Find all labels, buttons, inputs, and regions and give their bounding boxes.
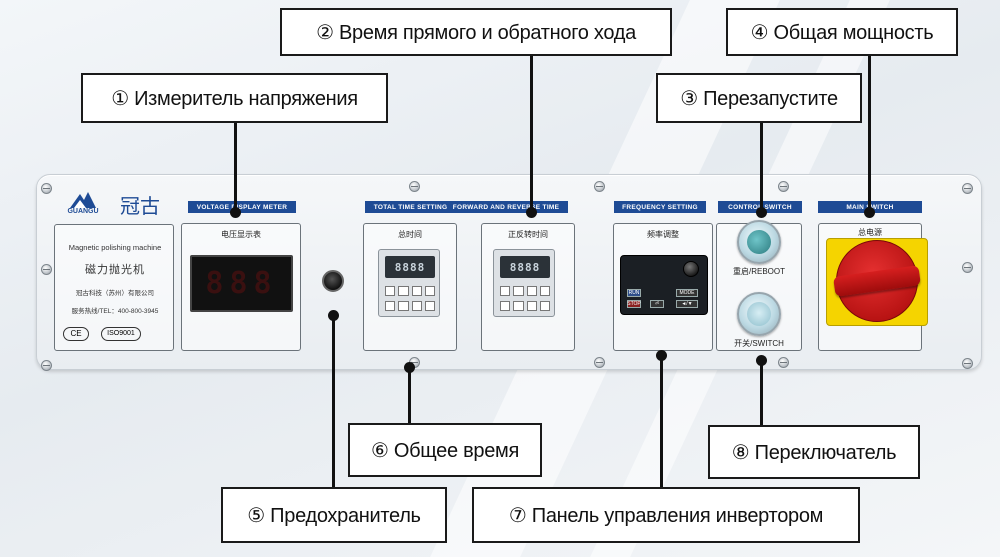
- inverter-stop-button[interactable]: STOP: [627, 300, 641, 308]
- fuse-holder[interactable]: [322, 270, 344, 292]
- voltage-meter-display: 888: [190, 255, 293, 312]
- leader-line-switch: [760, 360, 763, 426]
- timer-key[interactable]: [385, 286, 396, 296]
- timer-key[interactable]: [513, 300, 524, 311]
- fr-time-label: 正反转时间: [508, 230, 548, 239]
- logo-text: GUANGU: [67, 208, 99, 215]
- inverter-run-button[interactable]: RUN: [627, 289, 641, 297]
- guangu-logo: [66, 188, 100, 210]
- fr-time-timer[interactable]: 8888: [493, 249, 555, 317]
- screw: [594, 181, 605, 192]
- timer-key[interactable]: [500, 300, 511, 311]
- total-time-label: 总时间: [398, 230, 422, 239]
- leader-dot-fuse: [328, 310, 339, 321]
- timer-key[interactable]: [500, 286, 511, 296]
- machine-name-cn: 磁力抛光机: [85, 264, 145, 276]
- voltage-section-header: VOLTAGE DISPLAY METER: [188, 201, 296, 213]
- screw: [962, 262, 973, 273]
- timer-key[interactable]: [424, 300, 435, 311]
- callout-switch: ⑧ Переключатель: [708, 425, 920, 479]
- brand-name: 冠古: [120, 194, 160, 218]
- screw: [778, 181, 789, 192]
- inverter-enter-button[interactable]: ⏎: [650, 300, 664, 308]
- screw: [962, 358, 973, 369]
- leader-dot-fr-time: [526, 207, 537, 218]
- leader-line-voltmeter: [234, 122, 237, 216]
- timer-key[interactable]: [539, 286, 550, 296]
- callout-voltmeter: ① Измеритель напряжения: [81, 73, 388, 123]
- machine-name-en: Magnetic polishing machine: [68, 243, 162, 252]
- leader-line-fr-time: [530, 55, 533, 213]
- screw: [41, 183, 52, 194]
- leader-line-restart: [760, 122, 763, 214]
- callout-forward-reverse-time: ② Время прямого и обратного хода: [280, 8, 672, 56]
- screw: [594, 357, 605, 368]
- switch-label: 开关/SWITCH: [734, 339, 784, 348]
- iso-mark: ISO9001: [101, 327, 141, 341]
- leader-dot-total-power: [864, 207, 875, 218]
- company-name: 冠古科技（苏州）有限公司: [76, 290, 154, 297]
- screw: [778, 357, 789, 368]
- leader-line-total-time: [408, 366, 411, 424]
- voltage-meter-label: 电压显示表: [221, 230, 261, 239]
- inverter-knob[interactable]: [683, 261, 699, 277]
- inverter-direction-button[interactable]: ◄/▼: [676, 300, 698, 308]
- main-power-label: 总电源: [858, 228, 882, 237]
- reboot-button-cap: [747, 230, 771, 254]
- total-time-display: 8888: [385, 256, 435, 278]
- frequency-section-header: FREQUENCY SETTING: [614, 201, 706, 213]
- time-section-header: TOTAL TIME SETTING FORWARD AND REVERSE T…: [365, 201, 568, 213]
- timer-key[interactable]: [411, 286, 422, 296]
- callout-total-time: ⑥ Общее время: [348, 423, 542, 477]
- timer-key[interactable]: [513, 286, 524, 296]
- timer-key[interactable]: [411, 300, 422, 311]
- screw: [41, 360, 52, 371]
- switch-button-cap: [747, 302, 771, 326]
- frequency-label: 频率调整: [647, 230, 679, 239]
- screw: [41, 264, 52, 275]
- timer-key[interactable]: [526, 286, 537, 296]
- timer-key[interactable]: [539, 300, 550, 311]
- timer-key[interactable]: [526, 300, 537, 311]
- machine-nameplate: Magnetic polishing machine 磁力抛光机 冠古科技（苏州…: [54, 224, 174, 351]
- screw: [409, 181, 420, 192]
- timer-key[interactable]: [398, 300, 409, 311]
- callout-fuse: ⑤ Предохранитель: [221, 487, 447, 543]
- leader-line-total-power: [868, 55, 871, 213]
- screw: [962, 183, 973, 194]
- leader-line-fuse: [332, 316, 335, 488]
- voltage-meter-value: 888: [205, 266, 278, 301]
- timer-key[interactable]: [385, 300, 396, 311]
- ce-mark: CE: [63, 327, 89, 341]
- leader-line-inverter: [660, 354, 663, 488]
- timer-key[interactable]: [424, 286, 435, 296]
- reboot-label: 重启/REBOOT: [732, 267, 785, 276]
- leader-dot-voltmeter: [230, 207, 241, 218]
- fr-time-display: 8888: [500, 256, 550, 278]
- total-time-timer[interactable]: 8888: [378, 249, 440, 317]
- leader-dot-restart: [756, 207, 767, 218]
- service-hotline: 服务热线/TEL：400-800-3945: [71, 308, 159, 315]
- power-switch-button[interactable]: [737, 292, 781, 336]
- reboot-button[interactable]: [737, 220, 781, 264]
- timer-key[interactable]: [398, 286, 409, 296]
- inverter-mode-button[interactable]: MODE: [676, 289, 698, 297]
- callout-total-power: ④ Общая мощность: [726, 8, 958, 56]
- callout-restart: ③ Перезапустите: [656, 73, 862, 123]
- fr-time-keys: [500, 286, 550, 312]
- total-time-keys: [385, 286, 435, 312]
- callout-inverter-panel: ⑦ Панель управления инвертором: [472, 487, 860, 543]
